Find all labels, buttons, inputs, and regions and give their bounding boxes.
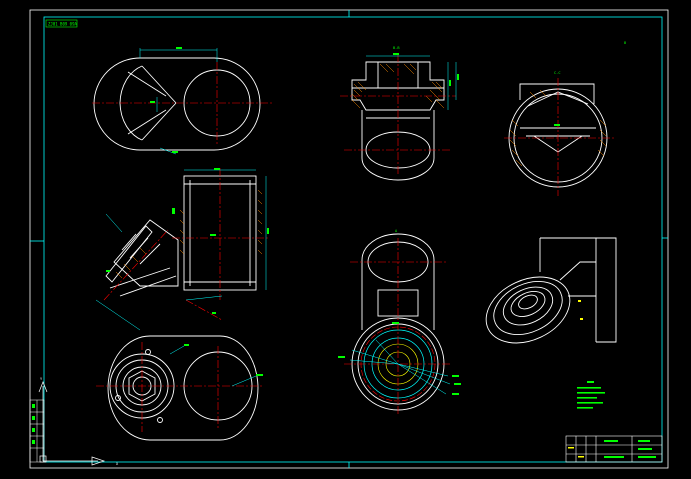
technical-notes [577,381,605,409]
view-isometric[interactable] [475,237,617,356]
sheet-tag-text: ZJ01 B09 09A [48,22,77,27]
sheet-tag: ZJ01 B09 09A [45,19,77,28]
ucs-x-label: X [116,462,119,466]
ucs-axis-icon [38,381,106,466]
view-front-angled[interactable] [95,168,269,331]
corner-mark: B [624,41,626,45]
revision-strip [29,399,45,463]
drawing-border [30,10,668,468]
ucs-y-label: Y [40,377,43,381]
view-section-b[interactable]: B-B [340,46,459,181]
title-block [565,435,663,463]
section-c-label: C-C [554,71,561,75]
drawing-frame [29,9,669,469]
view-top-left[interactable] [92,47,272,155]
view-bottom-left[interactable] [96,335,264,441]
view-a-label: A [395,229,398,233]
view-a[interactable]: A [338,229,461,416]
section-b-label: B-B [393,46,400,50]
view-section-c[interactable]: C-C [504,71,614,196]
